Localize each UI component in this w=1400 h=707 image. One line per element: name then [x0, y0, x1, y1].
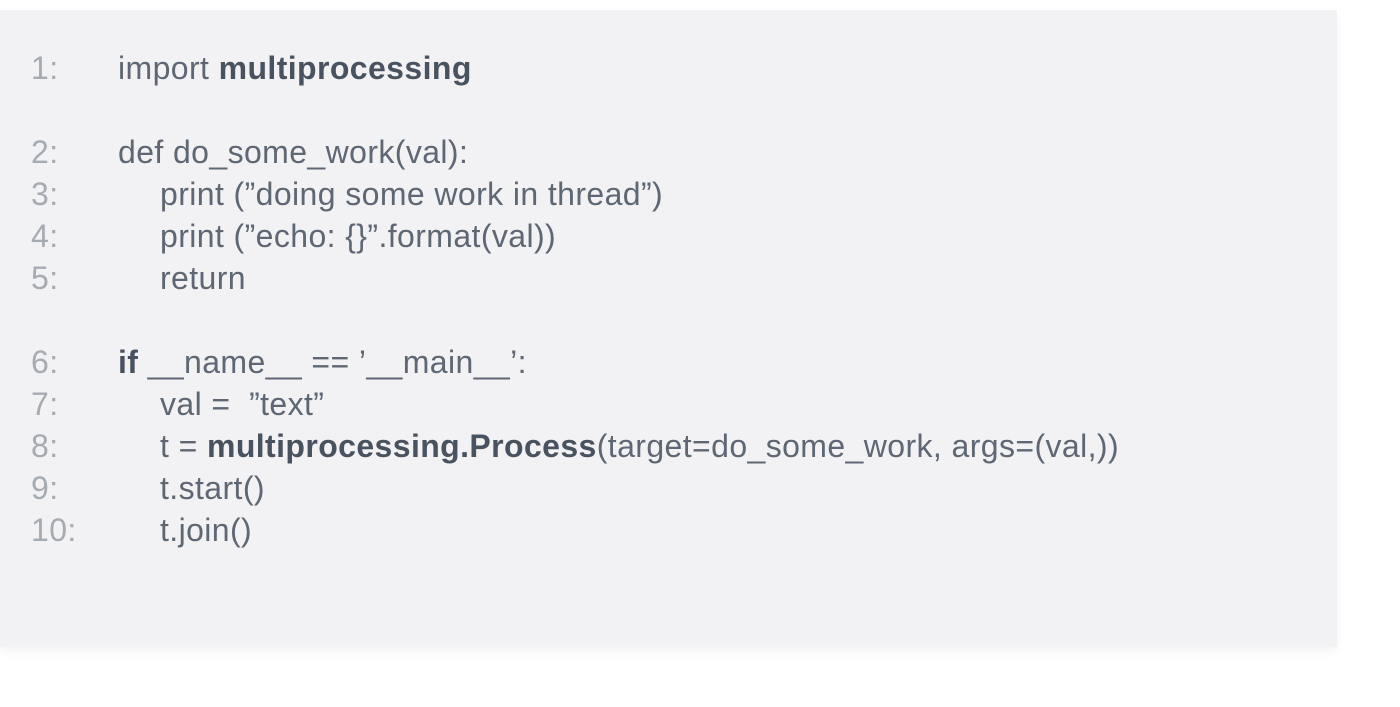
code-text: return [118, 260, 246, 297]
code-line: 3: print (”doing some work in thread”) [0, 173, 1337, 215]
line-number: 9: [31, 469, 59, 506]
code-text: t.join() [118, 512, 252, 549]
line-number: 8: [31, 427, 59, 464]
code-segment-emphasis: multiprocessing.Process [206, 427, 597, 464]
code-text: import multiprocessing [118, 50, 472, 87]
line-number: 7: [31, 385, 59, 422]
code-line: 6: if __name__ == ’__main__’: [0, 341, 1337, 383]
code-line: 9: t.start() [0, 467, 1337, 509]
code-segment: t = [160, 427, 207, 464]
code-segment: def do_some_work(val): [118, 133, 469, 170]
code-segment: __name__ == ’__main__’: [147, 343, 527, 380]
line-number: 2: [31, 133, 59, 170]
code-segment: print (”doing some work in thread”) [160, 175, 664, 212]
line-number: 6: [31, 343, 59, 380]
code-segment: t.start() [160, 469, 265, 506]
line-number: 3: [31, 175, 59, 212]
code-text: if __name__ == ’__main__’: [118, 344, 527, 381]
code-segment-emphasis: multiprocessing [218, 49, 472, 86]
code-line: 5: return [0, 257, 1337, 299]
code-line: 7: val = ”text” [0, 383, 1337, 425]
line-number: 5: [31, 259, 59, 296]
code-text: t.start() [118, 470, 265, 507]
line-number: 4: [31, 217, 59, 254]
code-line: 4: print (”echo: {}”.format(val)) [0, 215, 1337, 257]
code-line: 2: def do_some_work(val): [0, 131, 1337, 173]
code-segment: print (”echo: {}”.format(val)) [160, 217, 557, 254]
code-text: print (”doing some work in thread”) [118, 176, 663, 213]
code-line: 10: t.join() [0, 509, 1337, 551]
code-text: print (”echo: {}”.format(val)) [118, 218, 556, 255]
code-segment: t.join() [160, 511, 253, 548]
code-segment: val = ”text” [160, 385, 325, 422]
code-text: val = ”text” [118, 386, 324, 423]
code-segment: (target=do_some_work, args=(val,)) [596, 427, 1120, 464]
code-segment: import [118, 49, 219, 86]
line-number: 10: [31, 511, 77, 548]
line-number: 1: [31, 49, 59, 86]
code-segment: return [160, 259, 246, 296]
code-line: 8: t = multiprocessing.Process(target=do_… [0, 425, 1337, 467]
code-text: t = multiprocessing.Process(target=do_so… [118, 428, 1119, 465]
code-card: 1: import multiprocessing 2: def do_some_wo… [0, 10, 1337, 647]
blank-line [0, 89, 1337, 131]
blank-line [0, 299, 1337, 341]
code-line: 1: import multiprocessing [0, 47, 1337, 89]
code-segment-emphasis: if [118, 343, 148, 380]
code-text: def do_some_work(val): [118, 134, 468, 171]
